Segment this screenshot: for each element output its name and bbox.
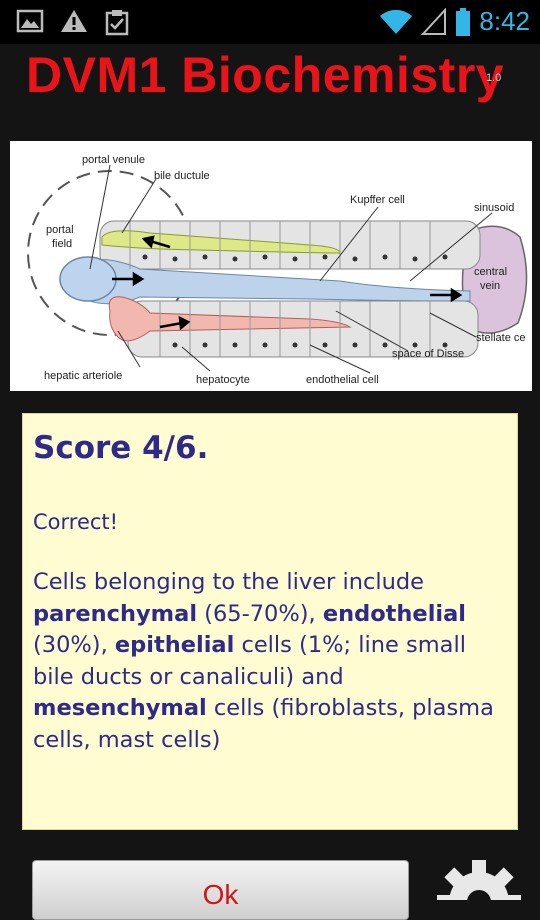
clipboard-icon xyxy=(105,10,129,36)
explanation-part: (30%), xyxy=(33,632,115,658)
app-version: 1.0 xyxy=(486,72,502,84)
ok-button[interactable]: Ok xyxy=(32,860,409,920)
hepatic-arteriole xyxy=(108,296,352,342)
wifi-icon xyxy=(380,9,413,34)
score-text: Score 4/6. xyxy=(33,430,209,466)
explanation-part: cells (fibroblasts, plasma cells, mast c… xyxy=(33,695,494,753)
label-bile-ductule: bile ductule xyxy=(154,170,210,182)
liver-lobule-diagram: portal venule bile ductule portal field … xyxy=(10,141,532,391)
label-kupffer-cell: Kupffer cell xyxy=(350,194,405,206)
term-endothelial: endothelial xyxy=(322,600,467,627)
warning-icon xyxy=(61,10,87,32)
battery-icon xyxy=(456,7,471,36)
label-sinusoid: sinusoid xyxy=(474,202,514,214)
clock: 8:42 xyxy=(479,6,530,36)
explanation-part: Cells belonging to the liver include xyxy=(33,569,424,595)
settings-gear-icon[interactable] xyxy=(434,858,524,900)
explanation-part: cells (1%; line small bile ducts or cana… xyxy=(33,632,466,690)
ok-button-label: Ok xyxy=(202,879,239,910)
portal-venule-bulb xyxy=(59,256,117,302)
label-central-vein-2: vein xyxy=(480,280,500,292)
quiz-feedback-card: Score 4/6. Correct! Cells belonging to t… xyxy=(22,413,518,830)
status-bar: 8:42 xyxy=(0,0,540,44)
label-hepatic-arteriole: hepatic arteriole xyxy=(44,370,122,382)
label-stellate-cell: stellate ce xyxy=(476,332,526,344)
term-mesenchymal: mesenchymal xyxy=(33,695,207,721)
label-central-vein: central xyxy=(474,266,507,278)
app-title: DVM1 Biochemistry xyxy=(26,47,505,103)
signal-icon xyxy=(421,7,447,35)
result-text: Correct! xyxy=(33,510,119,534)
label-space-of-disse: space of Disse xyxy=(392,348,464,360)
label-portal-field: portal xyxy=(46,224,74,236)
term-parenchymal: parenchymal xyxy=(33,600,198,627)
label-portal-venule: portal venule xyxy=(82,154,145,166)
gallery-icon xyxy=(16,9,44,33)
term-epithelial: epithelial xyxy=(114,632,235,658)
label-endothelial-cell: endothelial cell xyxy=(306,374,379,386)
label-hepatocyte: hepatocyte xyxy=(196,374,250,386)
explanation-text: Cells belonging to the liver include par… xyxy=(33,567,503,756)
explanation-part: (65-70%), xyxy=(197,600,323,627)
label-portal-field-2: field xyxy=(52,238,72,250)
